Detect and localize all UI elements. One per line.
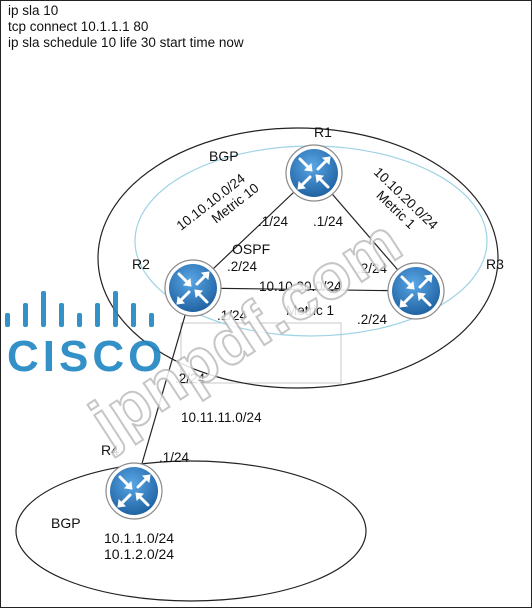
config-line: ip sla schedule 10 life 30 start time no… xyxy=(8,35,244,50)
r2-r4-r2-end: .2/24 xyxy=(175,371,206,386)
bgp-domain-bottom xyxy=(15,460,367,602)
router-r2-icon xyxy=(163,258,223,318)
r1-r3-r1-end: .1/24 xyxy=(313,214,344,229)
bgp-domain-top xyxy=(97,127,499,389)
router-r1-label: R1 xyxy=(314,124,332,140)
r1-r3-r3-end: .2/24 xyxy=(357,261,388,276)
config-line: tcp connect 10.1.1.1 80 xyxy=(8,19,149,34)
link-r2-r4 xyxy=(133,287,194,492)
bgp-bottom-label: BGP xyxy=(51,515,81,531)
ospf-label: OSPF xyxy=(232,241,270,257)
config-block: ip sla 10 tcp connect 10.1.1.1 80 ip sla… xyxy=(8,3,244,51)
router-r4-label: R4 xyxy=(101,442,119,458)
r2-r3-r2-end: .1/24 xyxy=(217,308,248,323)
router-r3-label: R3 xyxy=(486,256,504,272)
r2-r3-r3-end: .2/24 xyxy=(357,312,388,327)
cisco-watermark-logo: CISCO xyxy=(5,291,166,381)
router-r1-icon xyxy=(284,143,344,203)
r2-r4-r4-end: .1/24 xyxy=(159,450,190,465)
r2-r4-subnet: 10.11.11.0/24 xyxy=(181,410,262,425)
router-r4-icon xyxy=(104,461,164,521)
link-r2-r3 xyxy=(192,287,417,292)
config-line: ip sla 10 xyxy=(8,3,59,18)
r4-network: 10.1.1.0/24 xyxy=(104,530,174,546)
r4-network: 10.1.2.0/24 xyxy=(104,546,174,562)
cisco-watermark-text: CISCO xyxy=(7,332,166,381)
r1-r2-r2-end: .2/24 xyxy=(227,259,258,274)
router-r2-label: R2 xyxy=(132,256,150,272)
r2-r3-subnet: 10.10.30.0/24 xyxy=(259,279,342,294)
background-box xyxy=(180,322,342,384)
r2-r3-metric: Metric 1 xyxy=(286,303,334,318)
r1-r2-r1-end: .1/24 xyxy=(258,214,289,229)
bgp-top-label: BGP xyxy=(209,148,239,164)
